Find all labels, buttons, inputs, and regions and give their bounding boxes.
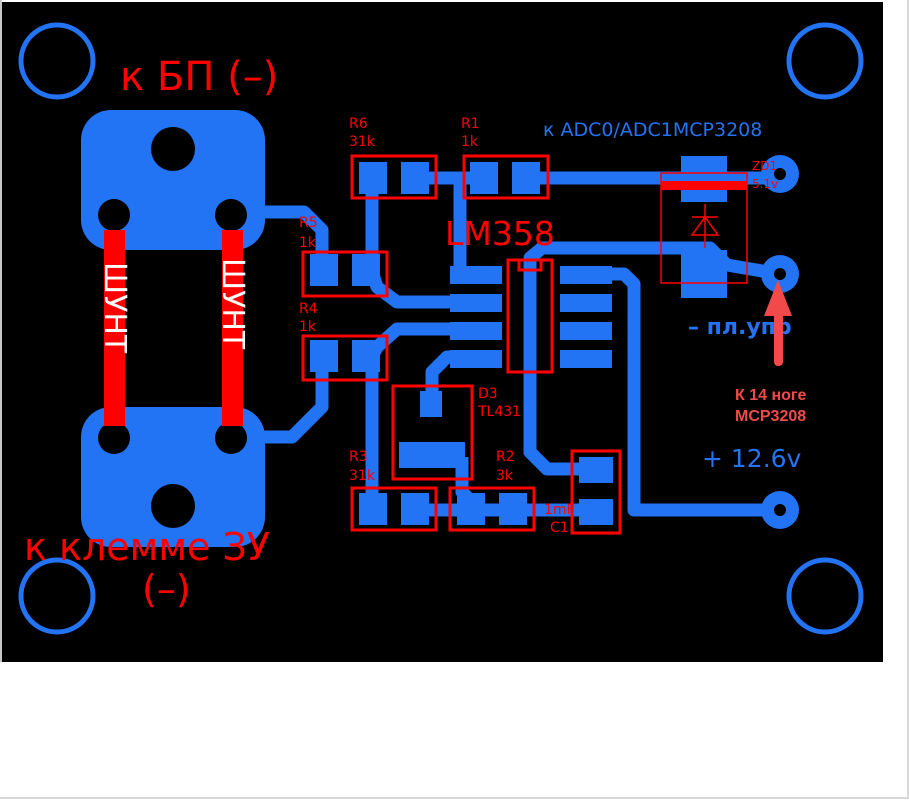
svg-text:R3: R3	[349, 449, 368, 465]
top-terminal-label: к БП (–)	[120, 54, 278, 100]
outline-zd1	[660, 172, 748, 284]
svg-text:1k: 1k	[461, 134, 479, 150]
outline-r2	[448, 486, 536, 532]
svg-text:R2: R2	[496, 449, 515, 465]
mounting-hole-bottom-left-icon	[18, 557, 96, 635]
annotation-arrow-icon	[764, 280, 792, 366]
mounting-holes	[18, 22, 864, 635]
svg-text:TL431: TL431	[477, 404, 521, 420]
trace-gnd-bus	[523, 241, 782, 454]
bottom-terminal-label-line1: к клемме ЗУ	[24, 525, 270, 569]
lm358-label: LM358	[445, 214, 555, 253]
trace-zu-r4	[264, 357, 329, 444]
outline-r5	[301, 250, 389, 298]
svg-text:3k: 3k	[496, 468, 514, 484]
svg-text:1mF: 1mF	[544, 502, 575, 518]
outline-r3	[350, 486, 438, 532]
outline-r4	[301, 334, 389, 382]
svg-text:R5: R5	[299, 215, 318, 231]
terminal-holes	[98, 127, 247, 528]
svg-text:1k: 1k	[299, 319, 317, 335]
zener-diode-icon	[690, 204, 720, 248]
svg-text:C1: C1	[550, 520, 569, 536]
trace-vcc	[592, 267, 780, 517]
svg-text:5.1v: 5.1v	[752, 177, 778, 191]
svg-text:D3: D3	[478, 386, 498, 402]
mounting-hole-top-left-icon	[18, 22, 96, 100]
svg-text:R6: R6	[349, 116, 368, 132]
shunt-bar-left	[104, 230, 125, 426]
pcb-board[interactable]: ШУНТ ШУНТ	[2, 2, 883, 662]
plus-12v-label: + 12.6v	[702, 444, 802, 473]
smd-pads	[310, 156, 727, 525]
outline-r6	[350, 154, 438, 200]
connector-pads[interactable]	[761, 155, 799, 529]
window-edge	[0, 0, 2, 662]
adc-label: к ADC0/ADC1MCP3208	[543, 119, 762, 141]
mounting-hole-bottom-right-icon	[786, 557, 864, 635]
shunt-label-left: ШУНТ	[97, 262, 132, 354]
shunt-label-right: ШУНТ	[215, 258, 250, 350]
outline-lm358-notch	[517, 258, 543, 272]
component-labels: R6 31k R1 1k R5 1k R4 1k R3 31k R2 3k D3…	[299, 116, 778, 536]
shunt-bar-right	[222, 230, 243, 426]
component-outlines	[301, 154, 622, 535]
bottom-terminal-label-line2: (–)	[142, 567, 191, 611]
annotation-line1: К 14 ноге	[735, 387, 807, 404]
outline-c1	[570, 449, 622, 535]
svg-text:31k: 31k	[349, 134, 376, 150]
zd1-cathode-band	[661, 181, 747, 190]
annotation-line2: MCP3208	[735, 408, 806, 425]
svg-text:R4: R4	[299, 301, 318, 317]
mounting-hole-top-right-icon	[786, 22, 864, 100]
svg-text:1k: 1k	[299, 235, 317, 251]
svg-text:31k: 31k	[349, 468, 376, 484]
svg-text:R1: R1	[461, 116, 480, 132]
outline-r1	[462, 154, 550, 200]
outline-d3	[391, 384, 474, 481]
svg-text:ZD1: ZD1	[752, 159, 777, 173]
